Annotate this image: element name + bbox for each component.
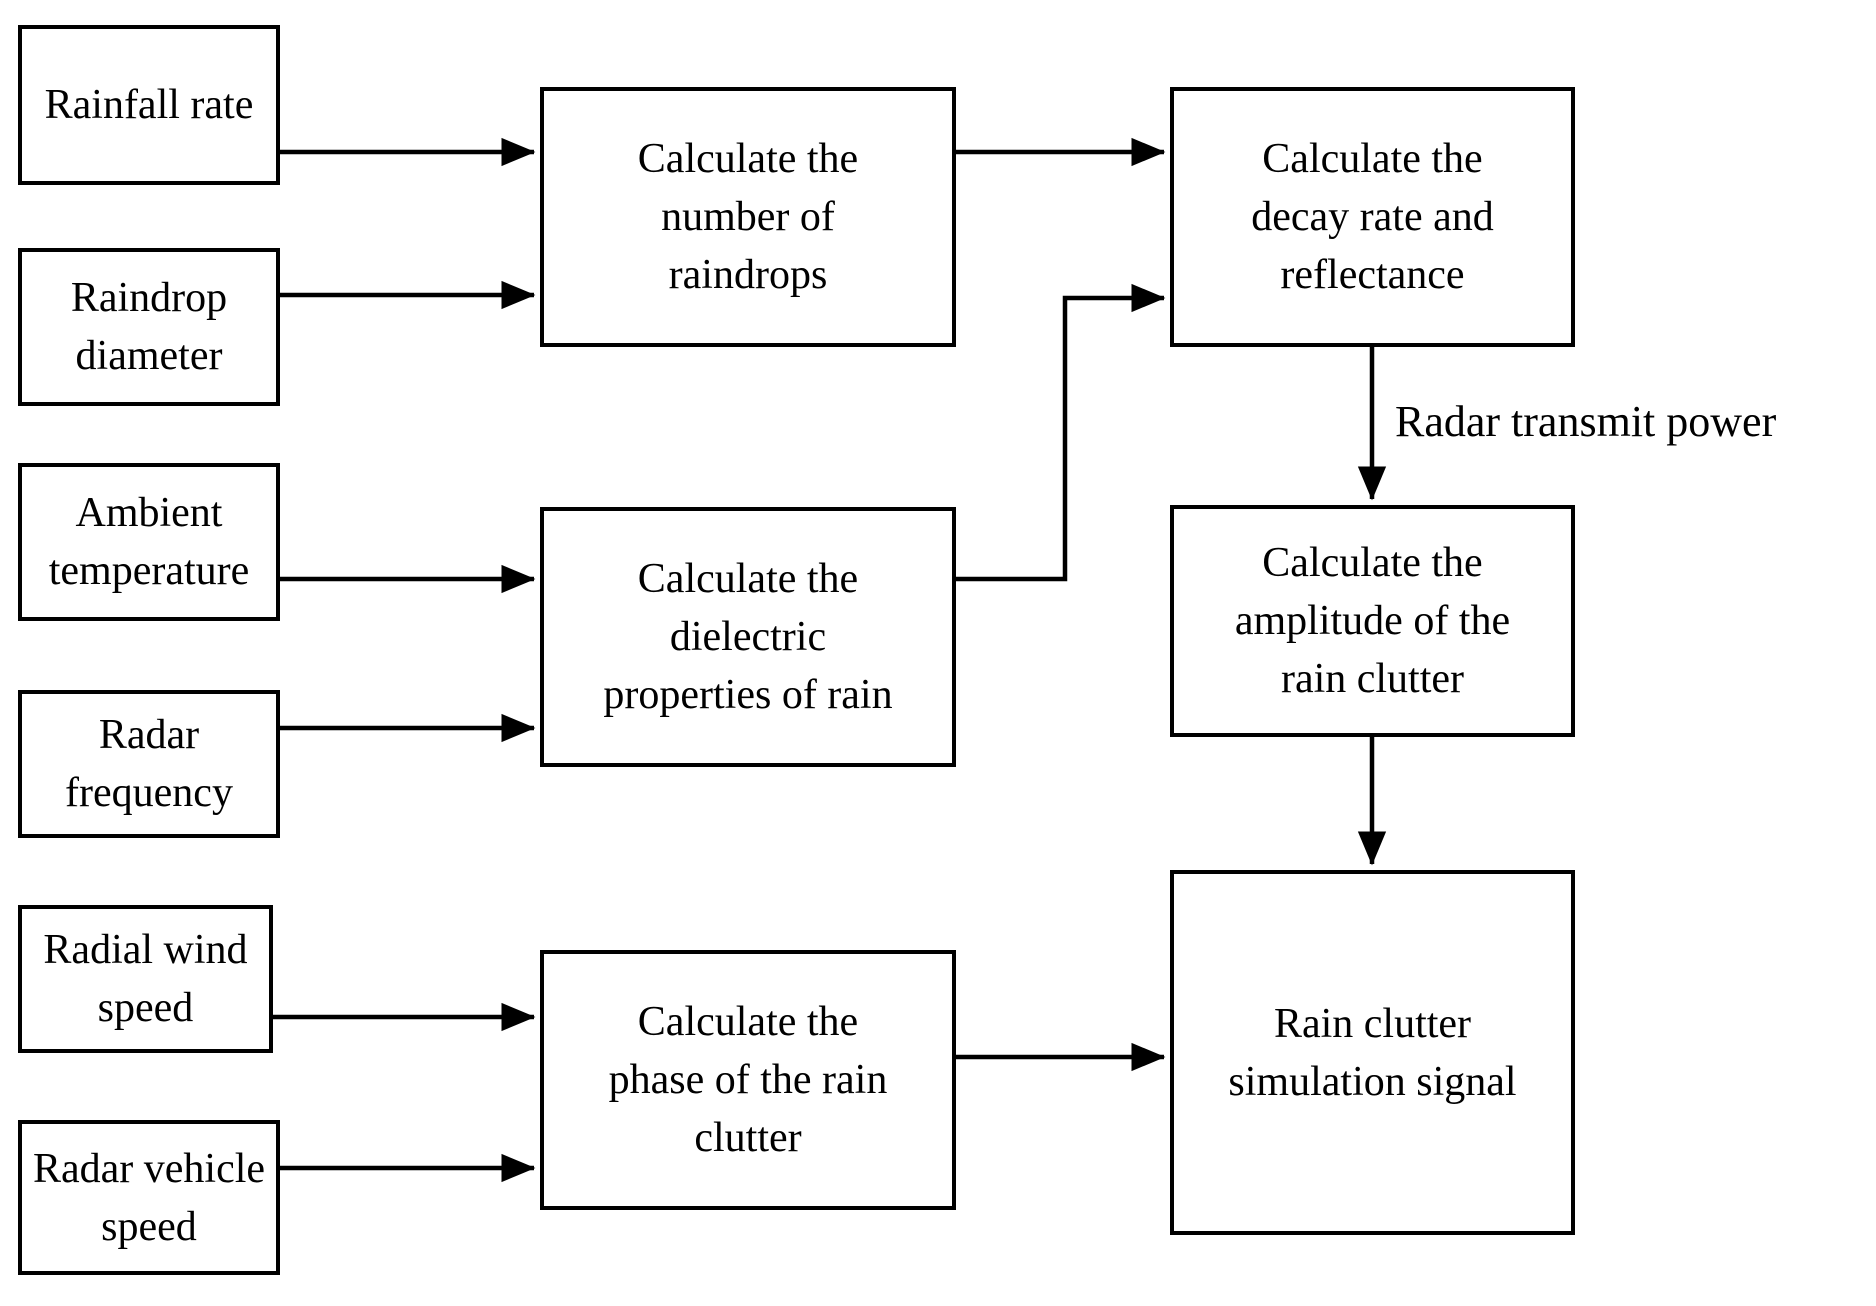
edge-dielectric-to-decay [956,283,1166,582]
node-label-line: Calculate the [1262,136,1483,182]
node-calc-decay-rate-reflectance: Calculate the decay rate and reflectance [1170,87,1575,347]
node-label-line: reflectance [1280,252,1465,298]
node-label-line: rain clutter [1280,656,1465,702]
node-raindrop-diameter: Raindrop diameter [18,248,280,406]
node-label-line: raindrops [668,252,828,298]
node-label-line: Calculate the [1262,540,1483,586]
node-label-line: simulation signal [1228,1058,1517,1105]
node-label-line: clutter [694,1115,802,1161]
node-label-line: dielectric [669,614,827,660]
node-ambient-temperature: Ambient temperature [18,463,280,621]
node-label-line: diameter [75,333,223,379]
node-label-line: Raindrop [70,275,228,321]
node-calc-phase: Calculate the phase of the rain clutter [540,950,956,1210]
edge-label-radar-transmit-power: Radar transmit power [1395,397,1777,446]
node-label-line: Ambient [75,490,223,536]
node-calc-dielectric-properties: Calculate the dielectric properties of r… [540,507,956,767]
node-label-line: properties of rain [603,672,893,718]
node-label-line: Calculate the [637,556,859,602]
node-label-line: amplitude of the [1234,598,1511,644]
node-radial-wind-speed: Radial wind speed [18,905,273,1053]
node-calc-amplitude: Calculate the amplitude of the rain clut… [1170,505,1575,737]
node-label-line: Radial wind [43,927,248,973]
node-calc-number-of-raindrops: Calculate the number of raindrops [540,87,956,347]
node-label-line: Calculate the [637,136,859,182]
node-label-line: number of [661,194,835,240]
node-label-line: Calculate the [637,999,859,1045]
node-label-line: frequency [65,770,233,816]
node-radar-frequency: Radar frequency [18,690,280,838]
node-label-line: Rain clutter [1273,1000,1472,1047]
node-output-signal: Rain clutter simulation signal [1170,870,1575,1235]
node-label-line: phase of the rain [608,1057,888,1103]
node-label-line: speed [97,985,194,1031]
node-label-line: Radar [98,712,200,758]
node-rainfall-rate: Rainfall rate [18,25,280,185]
node-label-line: temperature [48,548,250,594]
node-label-line: speed [101,1203,197,1250]
node-label-line: Rainfall rate [44,82,254,128]
node-radar-vehicle-speed: Radar vehicle speed [18,1120,280,1275]
node-label-line: Radar vehicle [32,1145,266,1192]
node-label-line: decay rate and [1251,194,1494,240]
